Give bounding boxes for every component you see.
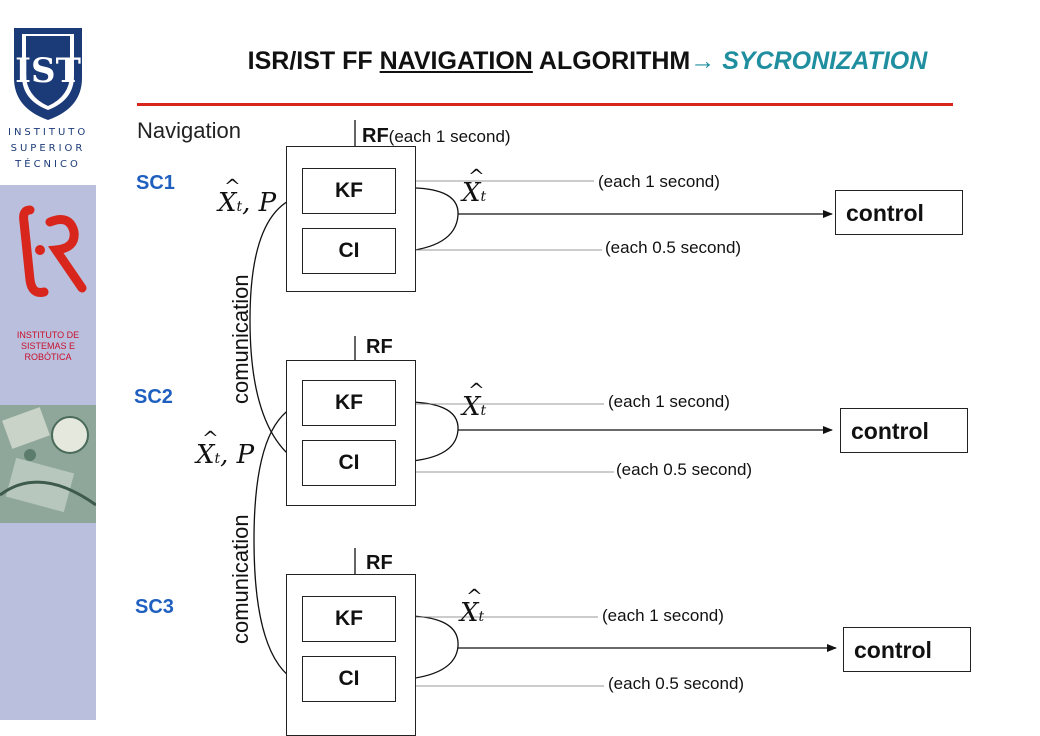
ist-line-1: INSTITUTO [8, 127, 89, 138]
sc3-kf-rate: (each 1 second) [602, 606, 724, 625]
sc1-rf-text: RF [362, 125, 389, 147]
sc2-ci-box: CI [302, 440, 396, 486]
sc1-rf-rate: (each 1 second) [388, 127, 511, 146]
math-hat-3: ^ [468, 378, 485, 402]
ist-line-2: SUPERIOR [10, 143, 86, 154]
math-state-cov-4: ^Xt, P [196, 426, 255, 470]
isr-caption: INSTITUTO DE SISTEMAS E ROBÓTICA [4, 330, 92, 363]
sc1-label: SC1 [136, 172, 175, 194]
sc3-label: SC3 [135, 596, 174, 618]
sc1-kf-rate: (each 1 second) [598, 172, 720, 191]
sc3-ci-rate: (each 0.5 second) [608, 674, 745, 693]
isr-caption-line-2: SISTEMAS E [20, 341, 75, 351]
sc1-control-box: control [835, 190, 963, 235]
svg-text:IST: IST [15, 51, 81, 91]
title-arrow: → [690, 47, 723, 75]
isr-logo-icon [19, 205, 87, 297]
sidebar: IST INSTITUTO SUPERIOR TÉCNICO INSTITUTO… [0, 0, 96, 720]
sc1-ci-rate: (each 0.5 second) [605, 238, 742, 257]
math-state-cov-1: ^Xt, P [218, 174, 277, 218]
title-accent: SYCRONIZATION [722, 47, 928, 75]
sc2-kf-rate: (each 1 second) [608, 392, 730, 411]
math-sub-4: t [214, 451, 221, 467]
sc3-kf-box: KF [302, 596, 396, 642]
navigation-label: Navigation [137, 118, 241, 143]
sc2-kf-box: KF [302, 380, 396, 426]
math-sub-2: t [480, 189, 487, 205]
math-state-3: ^Xt [462, 378, 487, 422]
math-state-5-x: X [460, 598, 479, 628]
math-cov-1: , P [242, 188, 277, 218]
math-state-2-x: X [462, 178, 481, 208]
math-hat-4: ^ [202, 426, 219, 450]
sc2-control-box: control [840, 408, 968, 453]
sc3-ci-box: CI [302, 656, 396, 702]
sc3-control-box: control [843, 627, 971, 672]
connector-lines [249, 120, 837, 687]
sc1-ci-box: CI [302, 228, 396, 274]
title-rule [137, 103, 953, 106]
math-sub-3: t [480, 403, 487, 419]
isr-caption-line-3: ROBÓTICA [24, 352, 72, 362]
title-middle: ALGORITHM [532, 47, 691, 75]
math-hat-2: ^ [468, 164, 485, 188]
math-hat-5: ^ [466, 584, 483, 608]
sc2-ci-rate: (each 0.5 second) [616, 460, 753, 479]
math-hat-1: ^ [224, 174, 241, 198]
math-state-1: X [218, 188, 237, 218]
sc1-rf-label: RF(each 1 second) [362, 125, 511, 148]
sc2-rf-label: RF [366, 336, 393, 358]
math-state-5: ^Xt [460, 584, 485, 628]
abstract-art-image [0, 405, 96, 523]
title-prefix: ISR/IST FF [247, 47, 380, 75]
ist-line-3: TÉCNICO [15, 159, 81, 170]
sc2-label: SC2 [134, 386, 173, 408]
ist-shield-icon: IST [14, 28, 82, 120]
math-state-4: X [196, 440, 215, 470]
ist-logo-block: IST INSTITUTO SUPERIOR TÉCNICO [0, 0, 96, 185]
title-underlined: NAVIGATION [379, 47, 533, 75]
page-title: ISR/IST FF NAVIGATION ALGORITHM→ SYCRONI… [0, 47, 1040, 76]
math-state-3-x: X [462, 392, 481, 422]
sc3-rf-label: RF [366, 552, 393, 574]
math-sub-1: t [236, 199, 243, 215]
math-cov-4: , P [220, 440, 255, 470]
math-state-2: ^Xt [462, 164, 487, 208]
sc1-kf-box: KF [302, 168, 396, 214]
communication-label-2: comunication [228, 514, 253, 644]
isr-caption-line-1: INSTITUTO DE [16, 330, 80, 340]
communication-label-1: comunication [228, 274, 253, 404]
math-sub-5: t [478, 609, 485, 625]
